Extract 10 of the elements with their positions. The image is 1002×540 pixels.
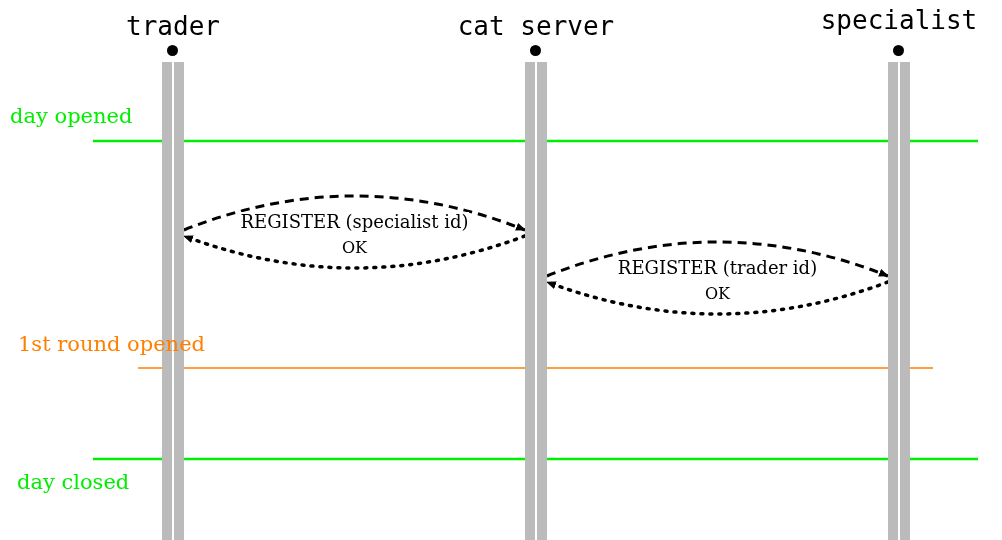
lifeline-heading: specialist (819, 5, 979, 35)
lifeline-heading: cat server (456, 11, 616, 41)
edge-label: REGISTER (specialist id) (239, 212, 470, 232)
event-label: 1st round opened (18, 332, 205, 356)
lifeline-heading: trader (125, 11, 221, 41)
edge-label: OK (340, 238, 369, 258)
edge-label: OK (703, 284, 732, 304)
event-label: day closed (17, 470, 130, 494)
event-label: day opened (10, 104, 133, 128)
edge-label: REGISTER (trader id) (616, 258, 819, 278)
